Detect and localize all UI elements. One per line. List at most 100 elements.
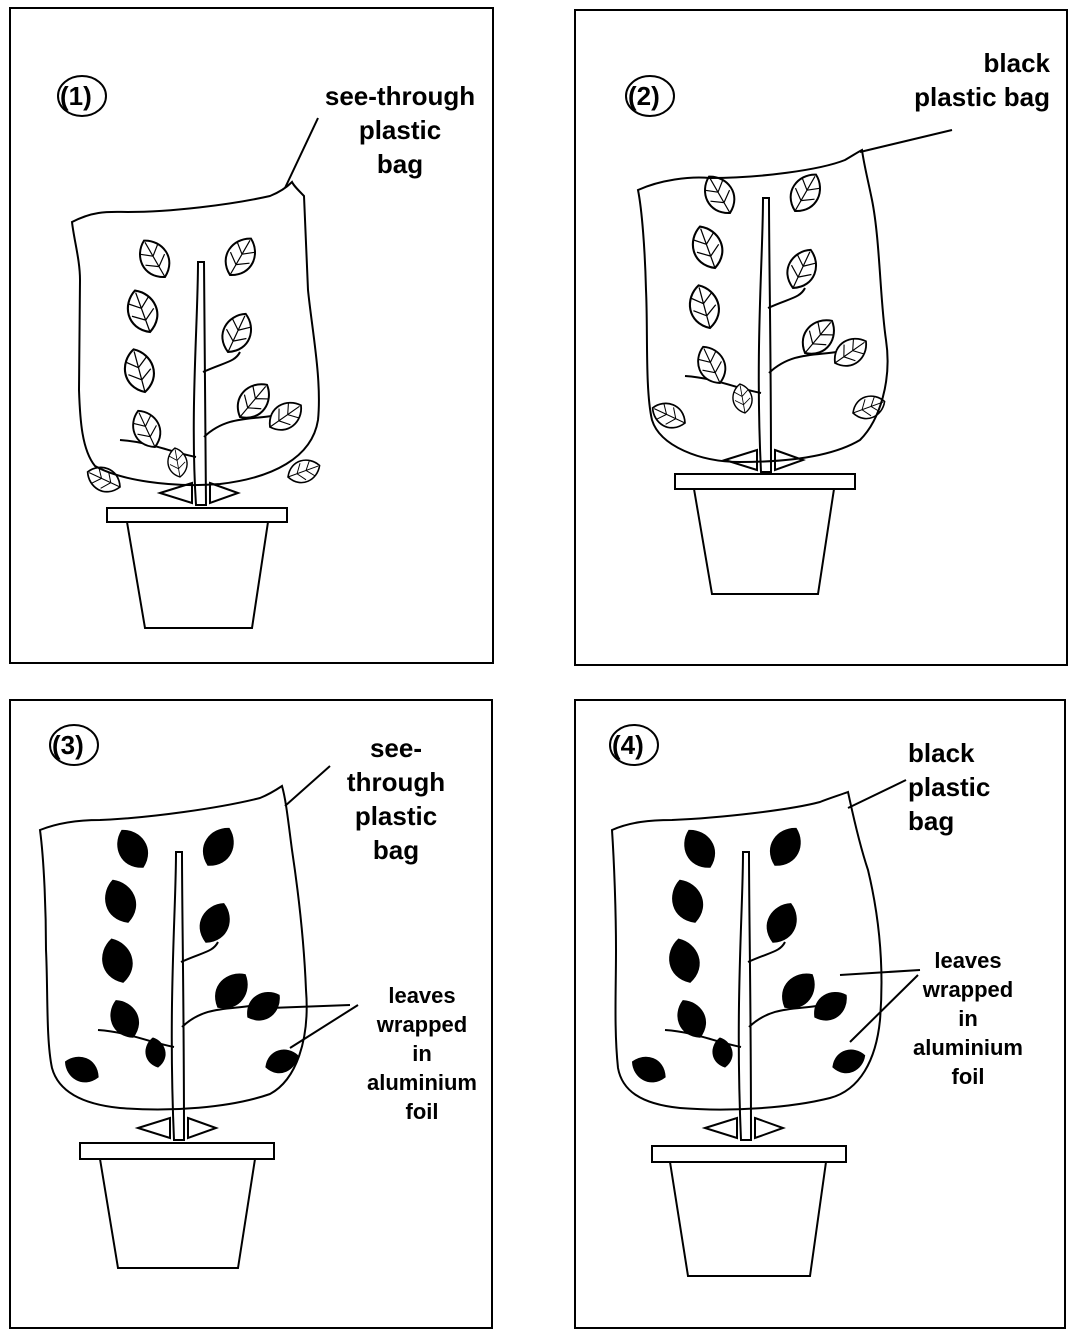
stem (172, 852, 184, 1140)
leaf (132, 234, 176, 284)
panels-layer: (1) see-through plastic bag (2) black plastic … (10, 8, 1067, 1328)
panel-2-bag-label-line: plastic bag (914, 82, 1050, 112)
panel-4-bag-label: black plastic bag (908, 738, 990, 836)
foil-wrapped-leaf (104, 995, 144, 1042)
panel-3-foil-label-line: leaves (388, 983, 455, 1008)
panel-3-pot-rim (80, 1143, 274, 1159)
panel-4-bag-label-line: plastic (908, 772, 990, 802)
panel-4-bag-label-line: black (908, 738, 975, 768)
panel-4-foil-label-line: wrapped (922, 977, 1013, 1002)
panel-4-foil-pointer (840, 970, 920, 975)
panel-1-pot (127, 522, 268, 628)
panel-4: (4) black plastic bag leaves wrapped in alumini… (575, 700, 1065, 1328)
stem (194, 262, 206, 505)
panel-3-bag-label: see-through plastic bag (347, 733, 445, 865)
stem (759, 198, 771, 472)
bag-tie (705, 1118, 737, 1138)
panel-2-plant (648, 168, 888, 472)
leaf (731, 382, 755, 414)
panel-3-plant (61, 822, 301, 1140)
foil-wrapped-leaf (667, 876, 709, 927)
foil-wrapped-leaf (196, 822, 240, 872)
panel-2-bag-label: black plastic bag (914, 48, 1050, 112)
panel-3-bag-label-line: bag (373, 835, 419, 865)
panel-4-bag-label-line: bag (908, 806, 954, 836)
foil-wrapped-leaf (61, 1051, 103, 1087)
panel-4-foil-label-line: in (958, 1006, 978, 1031)
panel-2: (2) black plastic bag (575, 10, 1067, 665)
panel-4-bag-pointer (848, 780, 906, 808)
panel-3-bag-pointer (285, 766, 330, 806)
panel-3-foil-label-line: aluminium (367, 1070, 477, 1095)
panel-3-number: (3) (52, 730, 84, 760)
foil-wrapped-leaf (829, 1045, 868, 1077)
panel-4-foil-pointer (850, 975, 918, 1042)
leaf (685, 282, 724, 332)
panel-3-pot (100, 1159, 255, 1268)
leaf (687, 222, 729, 273)
leaf (218, 232, 262, 282)
bag-tie (725, 450, 757, 470)
foil-wrapped-leaf (628, 1051, 670, 1087)
bag-tie (210, 483, 238, 503)
panel-4-plant (628, 822, 868, 1140)
panel-4-pot-rim (652, 1146, 846, 1162)
foil-wrapped-leaf (671, 995, 711, 1042)
panel-3-foil-label: leaves wrapped in aluminium foil (367, 983, 477, 1124)
branch (181, 942, 218, 962)
branch (748, 942, 785, 962)
panel-2-number: (2) (628, 81, 660, 111)
panel-4-foil-label-line: foil (952, 1064, 985, 1089)
panel-2-bag-label-line: black (984, 48, 1051, 78)
panel-4-foil-label: leaves wrapped in aluminium foil (913, 948, 1023, 1089)
panel-3-bag-label-line: see- (370, 733, 422, 763)
panel-3-foil-label-line: in (412, 1041, 432, 1066)
foil-wrapped-leaf (100, 876, 142, 927)
panel-3-foil-label-line: wrapped (376, 1012, 467, 1037)
leaf (284, 455, 323, 487)
foil-wrapped-leaf (761, 898, 803, 948)
panel-4-foil-label-line: aluminium (913, 1035, 1023, 1060)
bag-tie (138, 1118, 170, 1138)
panel-2-bag-pointer (860, 130, 952, 152)
bag-tie (755, 1118, 783, 1138)
leaf (216, 308, 258, 358)
foil-wrapped-leaf (677, 824, 721, 874)
stem (739, 852, 751, 1140)
panel-3-foil-label-line: foil (406, 1099, 439, 1124)
foil-wrapped-leaf (665, 936, 704, 986)
leaf (122, 286, 164, 337)
panel-4-pot (670, 1162, 826, 1276)
branch (768, 288, 805, 308)
leaf (166, 446, 190, 478)
leaf (783, 168, 827, 218)
panel-1-bag-pointer (285, 118, 318, 188)
panel-3-bag-label-line: through (347, 767, 445, 797)
foil-wrapped-leaf (262, 1045, 301, 1077)
panel-1-bag-label: see-through plastic bag (325, 81, 475, 179)
foil-wrapped-leaf (110, 824, 154, 874)
leaf (83, 461, 125, 497)
panel-4-number: (4) (612, 730, 644, 760)
leaf (781, 244, 823, 294)
panel-1-bag-label-line: plastic (359, 115, 441, 145)
panel-2-pot (694, 489, 834, 594)
panel-1-bag-label-line: bag (377, 149, 423, 179)
leaf (120, 346, 159, 396)
panel-3-bag-label-line: plastic (355, 801, 437, 831)
panel-1-pot-rim (107, 508, 287, 522)
foil-wrapped-leaf (194, 898, 236, 948)
bag-tie (188, 1118, 216, 1138)
panel-1-number: (1) (60, 81, 92, 111)
branch (203, 352, 240, 372)
panel-3-foil-pointer (270, 1005, 350, 1008)
foil-wrapped-leaf (98, 936, 137, 986)
foil-wrapped-leaf (763, 822, 807, 872)
panel-2-pot-rim (675, 474, 855, 489)
panel-3: (3) see-through plastic bag leaves wrapped in a… (10, 700, 492, 1328)
panel-4-foil-label-line: leaves (934, 948, 1001, 973)
leaf (691, 341, 731, 388)
panel-1-bag-label-line: see-through (325, 81, 475, 111)
panel-1: (1) see-through plastic bag (10, 8, 493, 663)
